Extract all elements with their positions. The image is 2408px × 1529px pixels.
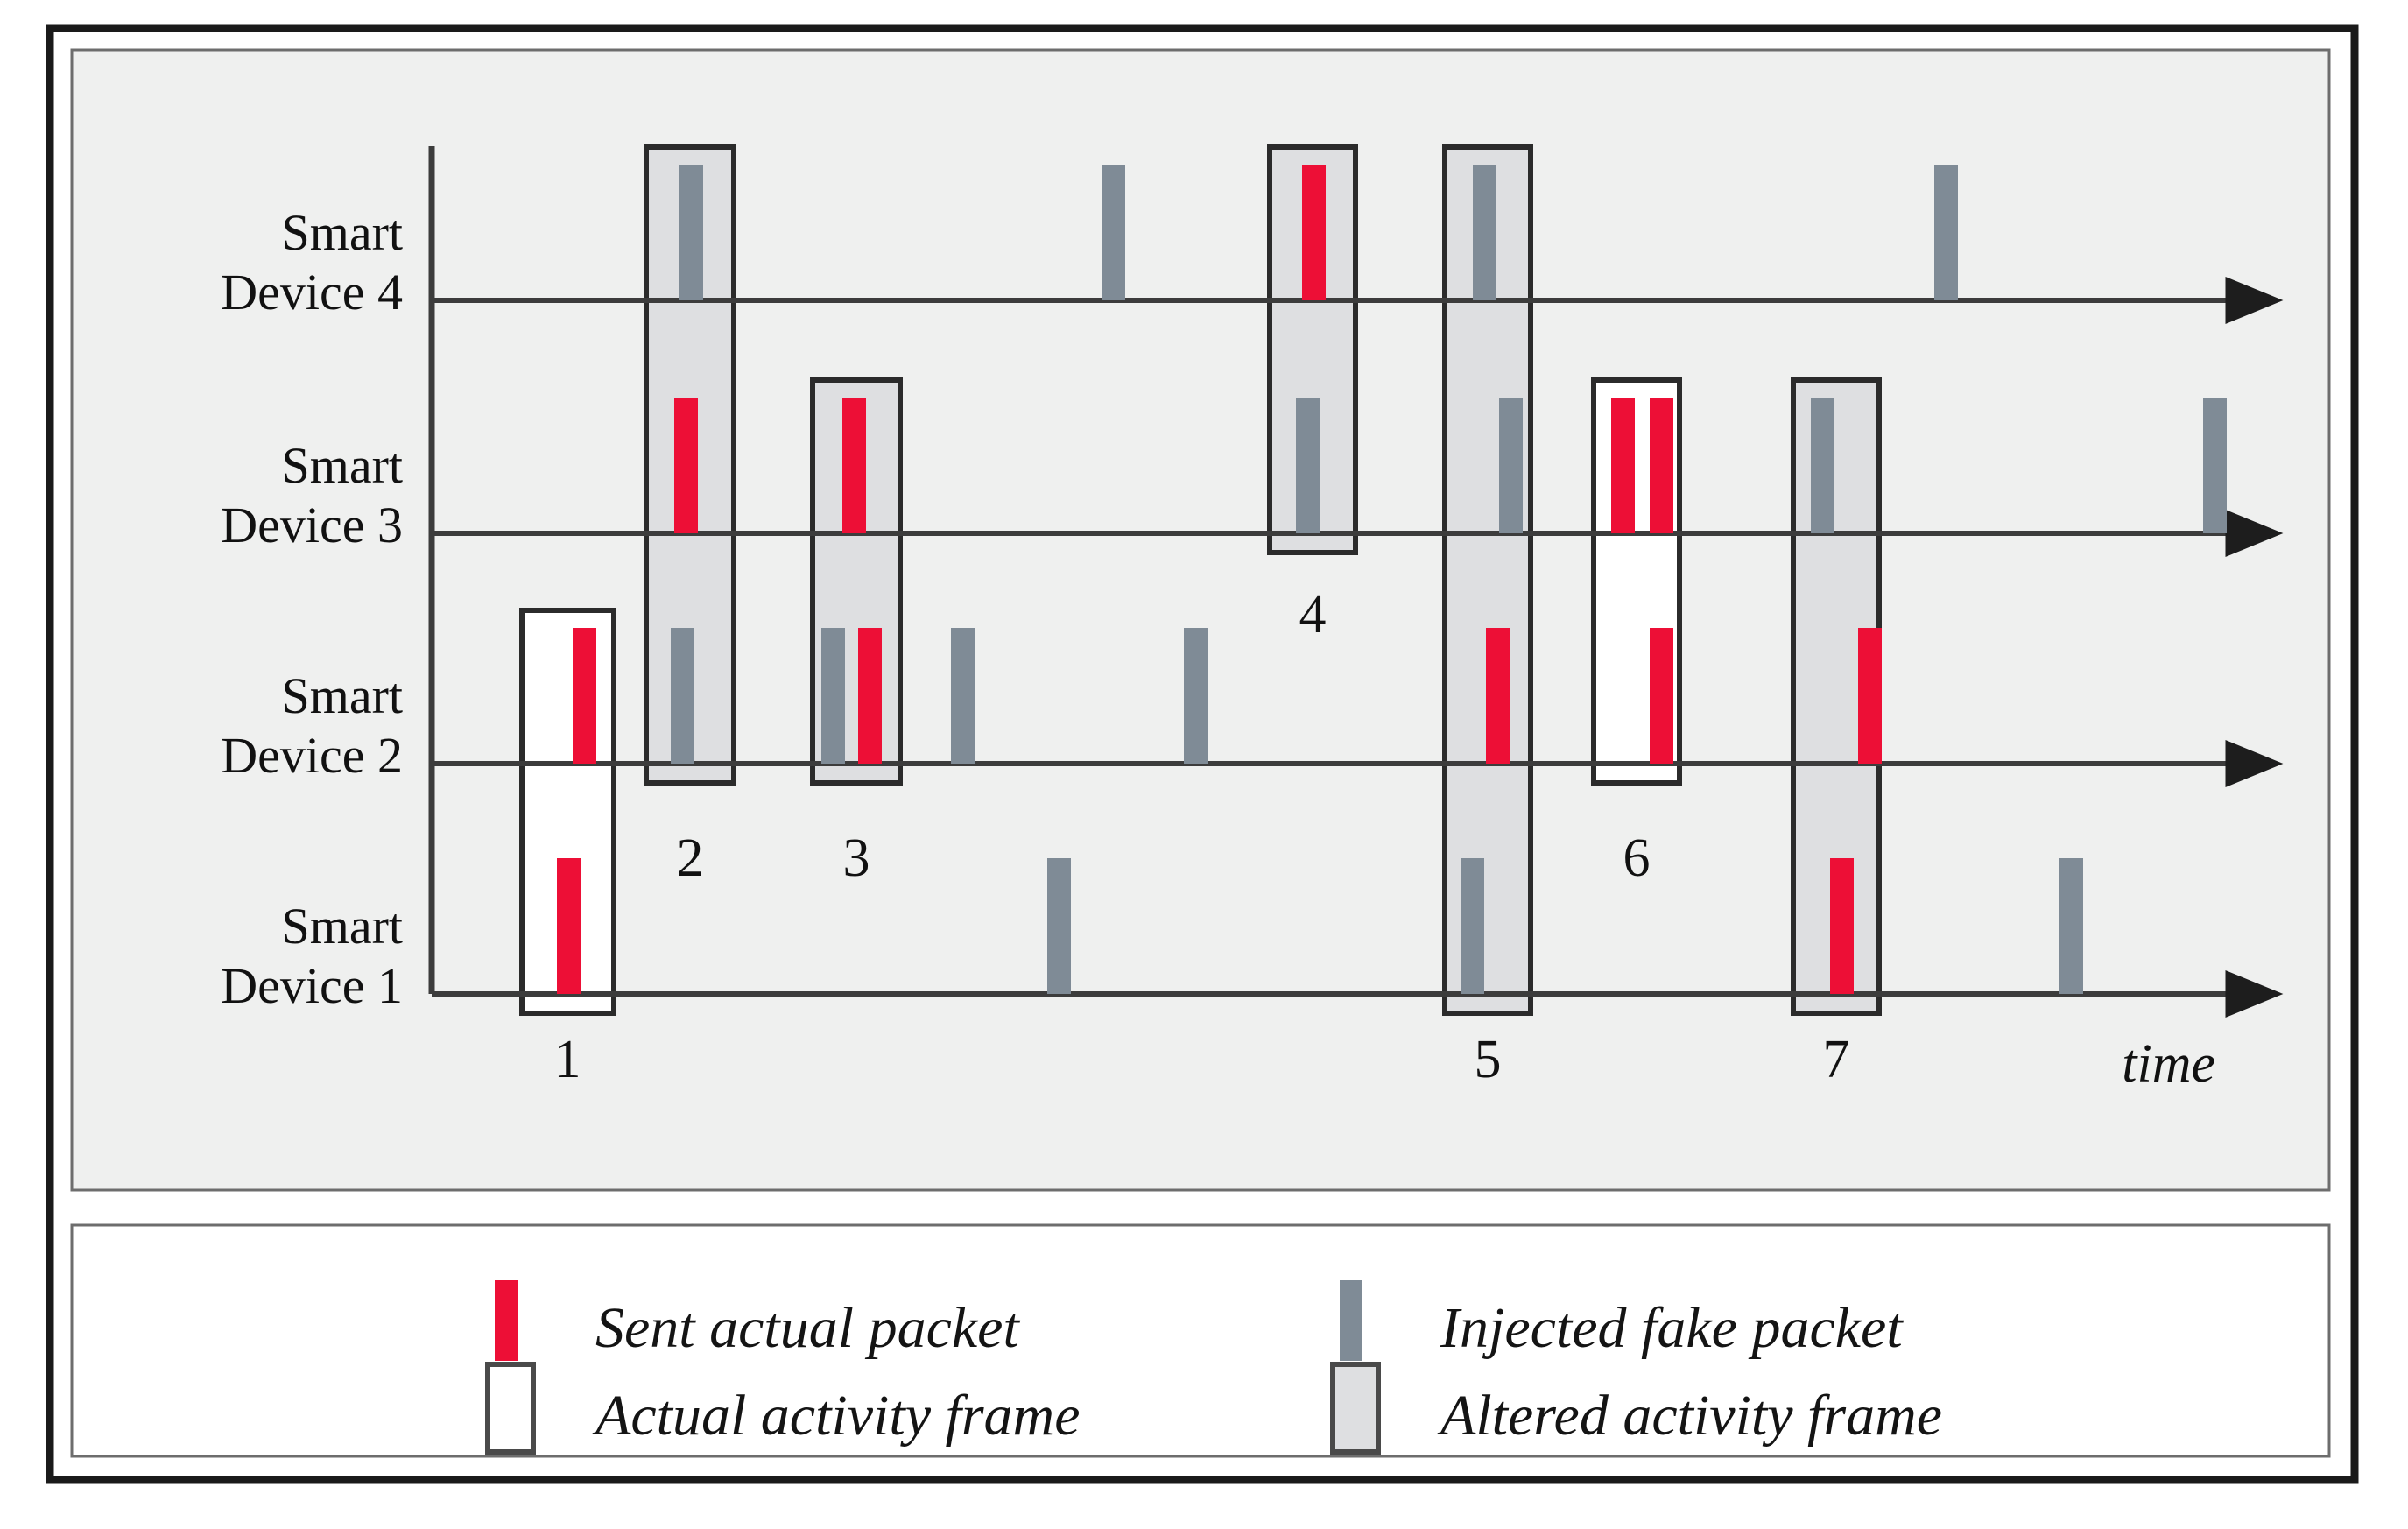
frame-number-2: 2 (677, 828, 704, 888)
legend-label: Actual activity frame (592, 1384, 1081, 1448)
row-label-line1: Smart (281, 667, 403, 724)
legend-swatch-actual-frame (485, 1362, 536, 1455)
row-label-line1: Smart (281, 204, 403, 261)
row-label-line1: Smart (281, 898, 403, 955)
packet-bar-actual[interactable] (1611, 398, 1635, 533)
packet-bar-fake[interactable] (1102, 165, 1125, 300)
packet-bar-actual[interactable] (557, 858, 581, 994)
packet-bar-fake[interactable] (679, 165, 703, 300)
packet-bar-actual[interactable] (674, 398, 698, 533)
packet-bar-actual[interactable] (1650, 398, 1673, 533)
frame-number-1: 1 (554, 1030, 581, 1089)
packet-bar-fake[interactable] (1461, 858, 1484, 994)
row-label-line2: Device 1 (221, 957, 403, 1014)
legend-item-actual-activity-frame: Actual activity frame (485, 1362, 1081, 1455)
legend-panel (70, 1223, 2331, 1458)
packet-bar-actual[interactable] (1302, 165, 1326, 300)
legend-layer: Sent actual packet Injected fake packetAc… (485, 1280, 1942, 1455)
packet-bar-fake[interactable] (1934, 165, 1958, 300)
packet-bar-actual[interactable] (1486, 628, 1510, 764)
packet-bar-fake[interactable] (1296, 398, 1320, 533)
packet-bar-fake[interactable] (2203, 398, 2227, 533)
packet-bar-fake[interactable] (1047, 858, 1071, 994)
legend-item-sent-actual-packet: Sent actual packet (495, 1280, 1020, 1361)
packet-bar-fake[interactable] (1811, 398, 1834, 533)
packet-bar-fake[interactable] (1184, 628, 1208, 764)
legend-item-altered-activity-frame: Altered activity frame (1330, 1362, 1942, 1455)
packet-bar-fake[interactable] (1473, 165, 1496, 300)
legend-label: Sent actual packet (595, 1296, 1020, 1360)
packet-bar-actual[interactable] (1650, 628, 1673, 764)
packet-bar-fake[interactable] (2059, 858, 2083, 994)
frame-number-6: 6 (1623, 828, 1651, 888)
frame-number-7: 7 (1823, 1030, 1850, 1089)
packet-bar-fake[interactable] (951, 628, 975, 764)
frame-number-3: 3 (843, 828, 870, 888)
packet-bar-actual[interactable] (842, 398, 866, 533)
frame-number-5: 5 (1475, 1030, 1502, 1089)
legend-label: Altered activity frame (1437, 1384, 1942, 1448)
chart-panel (70, 48, 2331, 1192)
legend-label: Injected fake packet (1440, 1296, 1904, 1360)
row-label-line1: Smart (281, 437, 403, 494)
frame-number-4: 4 (1299, 585, 1327, 645)
frame-box-4[interactable] (1267, 144, 1358, 555)
row-label-line2: Device 4 (221, 264, 403, 321)
packet-bar-fake[interactable] (821, 628, 845, 764)
row-label-line2: Device 2 (221, 727, 403, 784)
packet-bar-fake[interactable] (671, 628, 694, 764)
packet-bar-fake[interactable] (1499, 398, 1523, 533)
legend-item-injected-fake-packet: Injected fake packet (1340, 1280, 1904, 1361)
packet-bar-actual[interactable] (1858, 628, 1882, 764)
row-label-line2: Device 3 (221, 497, 403, 553)
activity-frame[interactable] (1267, 144, 1358, 555)
time-axis-label: time (2122, 1034, 2215, 1094)
packet-bar-actual[interactable] (858, 628, 882, 764)
legend-swatch-altered-frame (1330, 1362, 1381, 1455)
legend-swatch-fake-packet (1340, 1280, 1362, 1361)
packet-bar-actual[interactable] (1830, 858, 1854, 994)
legend-swatch-actual-packet (495, 1280, 518, 1361)
packet-bar-actual[interactable] (573, 628, 596, 764)
